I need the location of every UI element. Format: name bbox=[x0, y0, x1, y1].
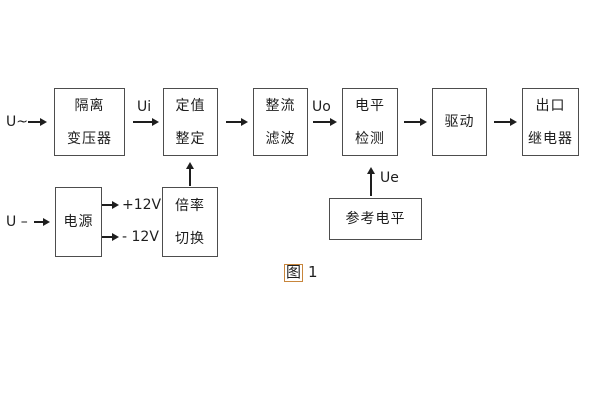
block-label: 整定 bbox=[175, 130, 206, 147]
block-label: 驱动 bbox=[444, 114, 475, 130]
label-uo: Uo bbox=[312, 99, 331, 115]
arrow-right-icon-rectifier-to-level bbox=[313, 118, 337, 125]
block-setting-adjust: 定值 整定 bbox=[163, 88, 218, 156]
block-level-detect: 电平 检测 bbox=[342, 88, 398, 156]
block-label: 定值 bbox=[175, 97, 206, 114]
figure-caption-char: 图 bbox=[284, 263, 304, 282]
label-u-ac: U~ bbox=[6, 114, 28, 130]
arrow-right-icon-udc-to-power bbox=[34, 218, 50, 225]
label-u-dc: U – bbox=[6, 214, 28, 230]
label-ui: Ui bbox=[137, 99, 152, 115]
block-label: 变压器 bbox=[67, 130, 112, 147]
arrow-up-icon-reference-to-level bbox=[367, 167, 374, 196]
block-label: 隔离 bbox=[74, 97, 105, 114]
block-isolation-transformer: 隔离 变压器 bbox=[54, 88, 125, 156]
label-plus-12v: +12V bbox=[122, 197, 162, 213]
label-minus-12v: - 12V bbox=[122, 229, 159, 245]
block-output-relay: 出口 继电器 bbox=[522, 88, 579, 156]
block-ratio-switch: 倍率 切换 bbox=[162, 187, 218, 257]
arrow-right-icon-power-minus12v bbox=[102, 233, 119, 240]
arrow-right-icon-power-plus12v bbox=[102, 201, 119, 208]
block-label: 电源 bbox=[63, 214, 94, 230]
block-label: 滤波 bbox=[265, 130, 296, 147]
block-label: 整流 bbox=[265, 97, 296, 114]
block-label: 参考电平 bbox=[345, 211, 406, 227]
block-reference-level: 参考电平 bbox=[329, 198, 422, 240]
block-power-supply: 电源 bbox=[55, 187, 102, 257]
label-ue: Ue bbox=[380, 170, 399, 186]
block-label: 倍率 bbox=[175, 197, 205, 214]
arrow-up-icon-ratio-to-setting bbox=[186, 162, 193, 186]
arrow-right-icon-setting-to-rectifier bbox=[226, 118, 248, 125]
block-label: 出口 bbox=[535, 97, 566, 114]
figure-caption-number: 1 bbox=[308, 263, 318, 281]
block-label: 电平 bbox=[355, 97, 385, 114]
block-rectifier-filter: 整流 滤波 bbox=[253, 88, 308, 156]
arrow-right-icon-level-to-driver bbox=[404, 118, 427, 125]
arrow-right-icon-uac-to-transformer bbox=[28, 118, 47, 125]
block-label: 检测 bbox=[355, 130, 385, 147]
block-driver: 驱动 bbox=[432, 88, 487, 156]
block-label: 继电器 bbox=[528, 130, 573, 147]
arrow-right-icon-driver-to-relay bbox=[494, 118, 517, 125]
block-label: 切换 bbox=[175, 230, 205, 247]
arrow-right-icon-transformer-to-setting bbox=[133, 118, 159, 125]
